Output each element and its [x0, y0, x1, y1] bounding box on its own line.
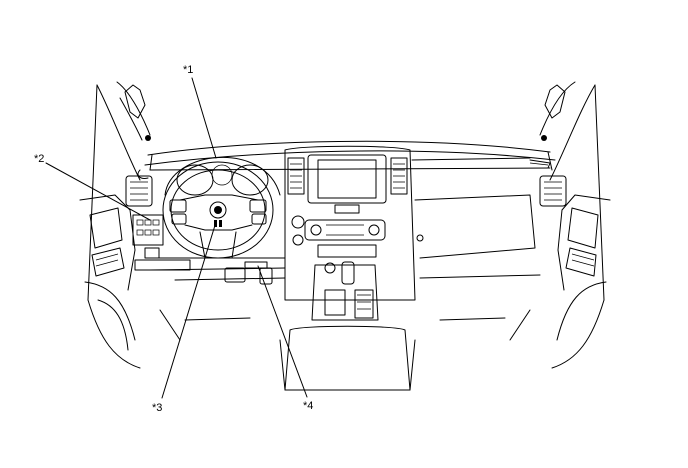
callout-1: *1 [183, 64, 194, 76]
leader-1 [191, 77, 217, 159]
callout-leaders [45, 77, 308, 399]
lower-dash-component [244, 261, 273, 285]
leader-3 [161, 221, 217, 399]
center-console [279, 261, 416, 391]
right-door-frame [539, 81, 611, 369]
passenger-dashboard [411, 157, 551, 259]
left-door-frame [79, 81, 151, 369]
leader-4 [257, 265, 308, 398]
leader-2 [45, 162, 151, 221]
right-air-vent [539, 175, 567, 207]
dashboard-top [144, 140, 556, 171]
left-instrument-switches [132, 214, 191, 271]
callout-3: *3 [152, 402, 163, 414]
callout-2: *2 [34, 153, 45, 165]
steering-wheel-horn-pad [209, 201, 227, 227]
lower-dashboard [149, 257, 541, 341]
center-stack [284, 145, 416, 301]
callout-4: *4 [303, 400, 314, 412]
combination-meter [164, 156, 281, 196]
left-air-vent [125, 175, 153, 207]
